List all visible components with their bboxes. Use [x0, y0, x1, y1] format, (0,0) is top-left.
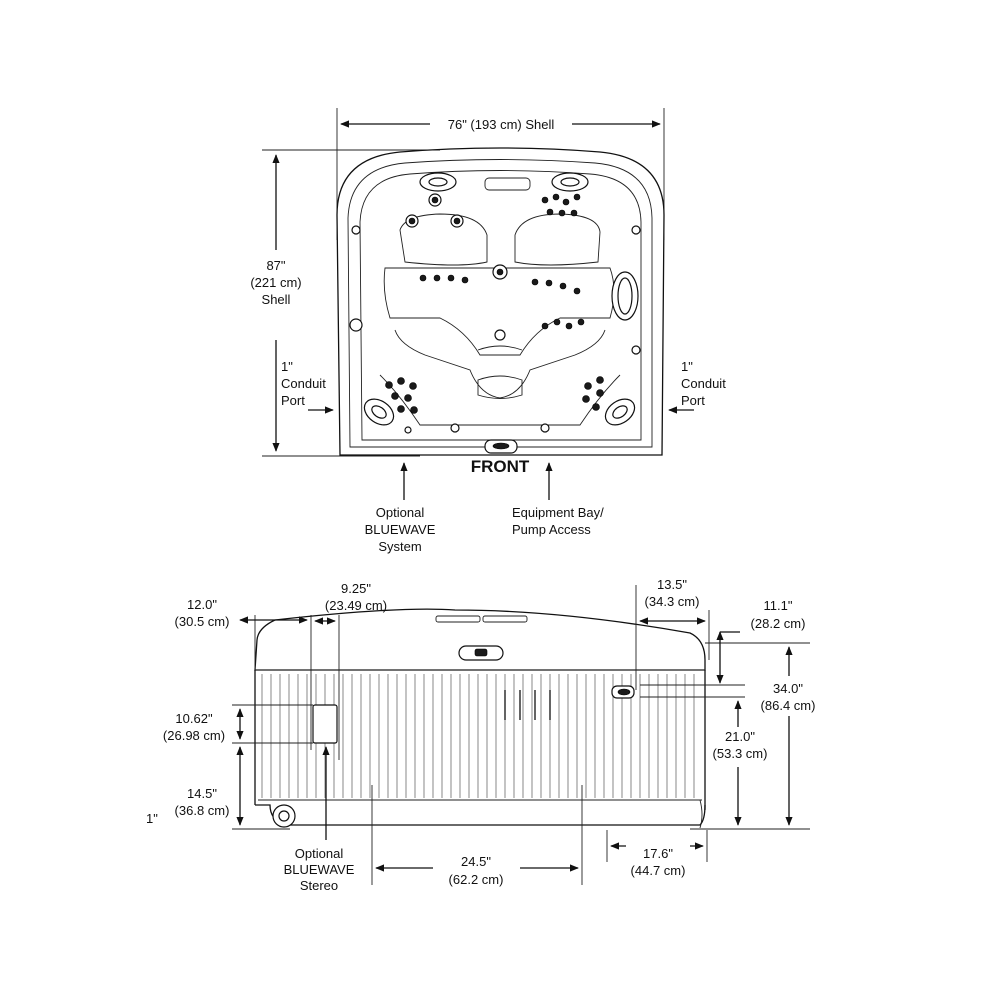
- cabinet-slats: [261, 674, 695, 798]
- conduit-right-label-3: Port: [681, 393, 705, 408]
- equipment-bay-callout: Equipment Bay/ Pump Access: [512, 462, 604, 537]
- shell-length-label-3: Shell: [262, 292, 291, 307]
- stereo-label-2: BLUEWAVE: [284, 862, 355, 877]
- dim-34-label-1: 34.0": [773, 681, 803, 696]
- bluewave-system-label-1: Optional: [376, 505, 425, 520]
- shell-width-dimension: 76" (193 cm) Shell: [340, 117, 661, 132]
- shell-length-label-1: 87": [266, 258, 285, 273]
- dim-245-label-2: (62.2 cm): [449, 872, 504, 887]
- dim-145-label-2: (36.8 cm): [175, 803, 230, 818]
- dim-245-label-1: 24.5": [461, 854, 491, 869]
- dim-145-label-1: 14.5": [187, 786, 217, 801]
- spa-side-outline: [254, 608, 706, 829]
- conduit-port-left: 1" Conduit Port: [281, 359, 334, 414]
- equipment-bay-label-2: Pump Access: [512, 522, 591, 537]
- dim-111-label-2: (28.2 cm): [751, 616, 806, 631]
- bluewave-stereo-box: [312, 704, 338, 744]
- dim-12-label-1: 12.0": [187, 597, 217, 612]
- dimension-10-62in: 10.62" (26.98 cm): [163, 708, 244, 743]
- conduit-left-label-1: 1": [281, 359, 293, 374]
- dimension-14-5in: 14.5" (36.8 cm): [175, 746, 244, 826]
- dimension-9-25in: 9.25" (23.49 cm): [314, 581, 387, 625]
- front-label: FRONT: [471, 457, 530, 476]
- shell-length-dimension: 87" (221 cm) Shell: [250, 154, 302, 452]
- bluewave-system-callout: Optional BLUEWAVE System: [365, 462, 436, 554]
- dim-176-label-1: 17.6": [643, 846, 673, 861]
- stereo-label-1: Optional: [295, 846, 344, 861]
- dim-34-label-2: (86.4 cm): [761, 698, 816, 713]
- dim-21-label-1: 21.0": [725, 729, 755, 744]
- dim-925-label-1: 9.25": [341, 581, 371, 596]
- dimension-17-6in: 17.6" (44.7 cm): [610, 842, 704, 880]
- conduit-right-label-2: Conduit: [681, 376, 726, 391]
- dim-1-label: 1": [146, 811, 158, 826]
- dimension-11-1in: 11.1" (28.2 cm): [716, 598, 806, 684]
- dim-1062-label-2: (26.98 cm): [163, 728, 225, 743]
- dimension-34in: 34.0" (86.4 cm): [745, 646, 830, 826]
- dimension-12in: 12.0" (30.5 cm): [175, 597, 308, 629]
- dimension-21in: 21.0" (53.3 cm): [707, 700, 773, 826]
- dim-135-label-1: 13.5": [657, 577, 687, 592]
- dimension-13-5in: 13.5" (34.3 cm): [639, 577, 706, 625]
- dim-1062-label-1: 10.62": [175, 711, 213, 726]
- side-view: 12.0" (30.5 cm) 9.25" (23.49 cm) 13.5" (…: [146, 577, 830, 893]
- conduit-port-right: 1" Conduit Port: [668, 359, 726, 414]
- dim-12-label-2: (30.5 cm): [175, 614, 230, 629]
- bluewave-system-label-2: BLUEWAVE: [365, 522, 436, 537]
- dim-135-label-2: (34.3 cm): [645, 594, 700, 609]
- top-view: 76" (193 cm) Shell 87" (221 cm) Shell: [250, 108, 726, 554]
- bluewave-system-label-3: System: [378, 539, 421, 554]
- conduit-right-label-1: 1": [681, 359, 693, 374]
- spa-top-outline: [336, 147, 665, 456]
- dim-21-label-2: (53.3 cm): [713, 746, 768, 761]
- dimension-24-5in: 24.5" (62.2 cm): [375, 854, 579, 887]
- conduit-left-label-3: Port: [281, 393, 305, 408]
- bluewave-stereo-callout: Optional BLUEWAVE Stereo: [284, 746, 355, 893]
- shell-length-label-2: (221 cm): [250, 275, 301, 290]
- conduit-left-label-2: Conduit: [281, 376, 326, 391]
- equipment-bay-label-1: Equipment Bay/: [512, 505, 604, 520]
- dim-111-label-1: 11.1": [764, 598, 793, 613]
- stereo-label-3: Stereo: [300, 878, 338, 893]
- dim-925-label-2: (23.49 cm): [325, 598, 387, 613]
- dim-176-label-2: (44.7 cm): [631, 863, 686, 878]
- shell-width-label: 76" (193 cm) Shell: [448, 117, 555, 132]
